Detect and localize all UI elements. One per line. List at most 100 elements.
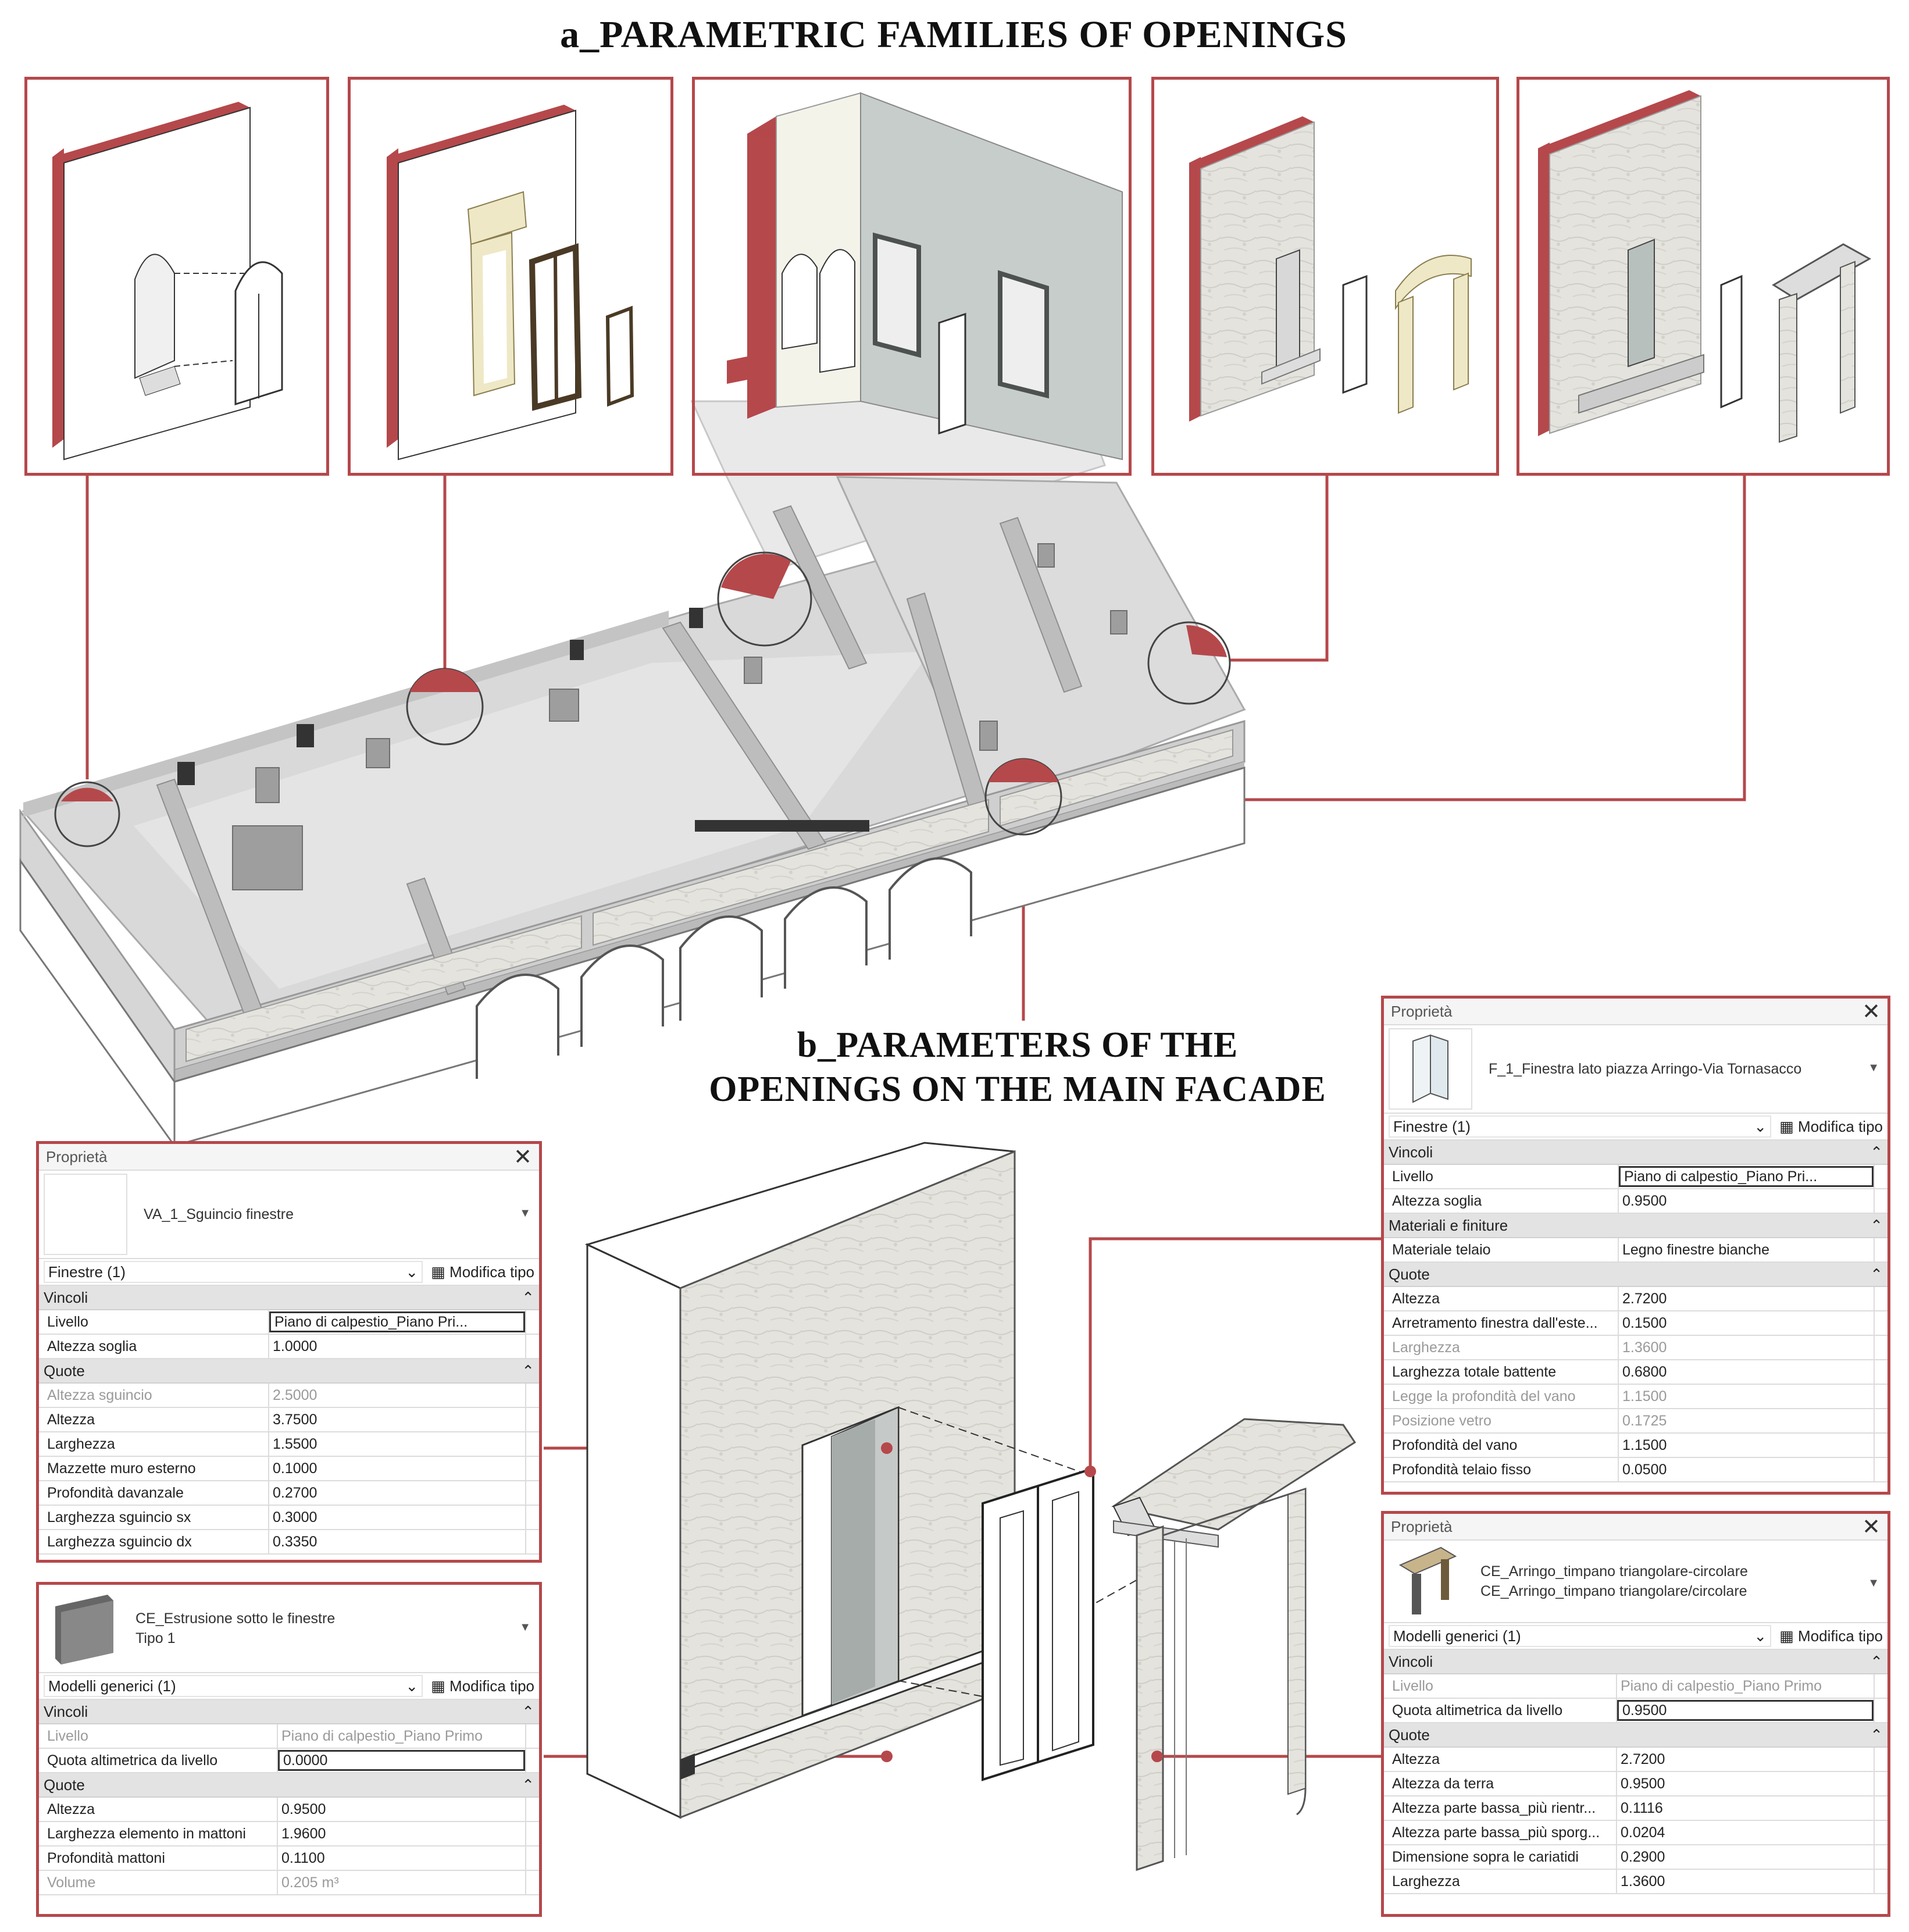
param-value-input[interactable]: 0.9500 bbox=[1621, 1775, 1665, 1792]
param-value-input[interactable]: 0.9500 bbox=[1622, 1192, 1667, 1209]
family-box-5 bbox=[1517, 77, 1890, 476]
param-value-input[interactable]: 0.9500 bbox=[281, 1801, 326, 1817]
group-quote[interactable]: Quote⌃ bbox=[1384, 1723, 1887, 1748]
param-check[interactable] bbox=[1874, 1458, 1887, 1481]
param-check[interactable] bbox=[525, 1798, 539, 1821]
param-check[interactable] bbox=[525, 1457, 539, 1480]
param-value-input[interactable]: Legno finestre bianche bbox=[1622, 1241, 1769, 1258]
edit-type-button[interactable]: ▦ Modifica tipo bbox=[431, 1677, 534, 1695]
dropdown-arrow-icon[interactable]: ▼ bbox=[519, 1621, 531, 1634]
close-icon[interactable]: ✕ bbox=[1862, 1514, 1881, 1539]
param-value-input[interactable]: 3.7500 bbox=[273, 1411, 317, 1428]
param-value-input[interactable]: 0.0204 bbox=[1621, 1824, 1665, 1841]
category-select[interactable]: Modelli generici (1)⌄ bbox=[44, 1675, 423, 1697]
family-1-arched-window bbox=[52, 102, 283, 461]
collapse-icon[interactable]: ⌃ bbox=[522, 1361, 534, 1380]
close-icon[interactable]: ✕ bbox=[513, 1145, 532, 1170]
collapse-icon[interactable]: ⌃ bbox=[1870, 1726, 1883, 1744]
param-value-input[interactable]: 0.3350 bbox=[273, 1533, 317, 1550]
param-value-input[interactable]: 0.1116 bbox=[1621, 1799, 1663, 1816]
category-select[interactable]: Finestre (1)⌄ bbox=[1389, 1115, 1772, 1138]
edit-type-button[interactable]: ▦ Modifica tipo bbox=[1779, 1627, 1883, 1645]
param-value-input[interactable]: Piano di calpestio_Piano Pri... bbox=[1619, 1166, 1874, 1187]
param-check[interactable] bbox=[1874, 1434, 1887, 1457]
collapse-icon[interactable]: ⌃ bbox=[522, 1702, 534, 1720]
param-name: Altezza bbox=[1384, 1748, 1617, 1771]
collapse-icon[interactable]: ⌃ bbox=[1870, 1216, 1883, 1234]
param-check[interactable] bbox=[1874, 1699, 1887, 1722]
param-check[interactable] bbox=[1874, 1845, 1887, 1869]
param-check[interactable] bbox=[525, 1749, 539, 1772]
param-value-input[interactable]: 1.9600 bbox=[281, 1825, 326, 1842]
collapse-icon[interactable]: ⌃ bbox=[1870, 1652, 1883, 1670]
edit-type-icon: ▦ bbox=[1779, 1117, 1794, 1135]
group-vincoli[interactable]: Vincoli⌃ bbox=[1384, 1650, 1887, 1674]
group-quote[interactable]: Quote⌃ bbox=[39, 1773, 539, 1798]
param-value-input[interactable]: 0.1000 bbox=[273, 1460, 317, 1477]
section-b-title-line1: b_PARAMETERS OF THE bbox=[797, 1025, 1239, 1065]
group-vincoli[interactable]: Vincoli⌃ bbox=[39, 1700, 539, 1724]
edit-type-button[interactable]: ▦ Modifica tipo bbox=[431, 1263, 534, 1281]
param-check[interactable] bbox=[1874, 1287, 1887, 1310]
type-selector[interactable]: CE_Arringo_timpano triangolare-circolare… bbox=[1384, 1541, 1887, 1623]
collapse-icon[interactable]: ⌃ bbox=[522, 1288, 534, 1306]
edit-type-button[interactable]: ▦ Modifica tipo bbox=[1779, 1118, 1883, 1136]
param-check[interactable] bbox=[1874, 1189, 1887, 1213]
param-value-input[interactable]: Piano di calpestio_Piano Pri... bbox=[269, 1311, 525, 1332]
param-name: Larghezza bbox=[39, 1432, 269, 1456]
param-check[interactable] bbox=[525, 1506, 539, 1529]
param-check[interactable] bbox=[1874, 1238, 1887, 1261]
param-check[interactable] bbox=[525, 1822, 539, 1845]
param-value-input[interactable]: 0.2700 bbox=[273, 1484, 317, 1501]
dropdown-arrow-icon[interactable]: ▼ bbox=[1868, 1061, 1879, 1074]
param-value-input[interactable]: 0.9500 bbox=[1617, 1700, 1874, 1721]
collapse-icon[interactable]: ⌃ bbox=[1870, 1143, 1883, 1161]
param-check[interactable] bbox=[1874, 1772, 1887, 1795]
param-check[interactable] bbox=[1874, 1870, 1887, 1893]
param-value-input[interactable]: 1.5500 bbox=[273, 1435, 317, 1452]
param-check[interactable] bbox=[525, 1530, 539, 1553]
group-quote[interactable]: Quote⌃ bbox=[1384, 1263, 1887, 1287]
param-value-input[interactable]: 0.0000 bbox=[278, 1750, 525, 1771]
param-value-input[interactable]: 0.1100 bbox=[281, 1849, 325, 1866]
param-value-input[interactable]: 0.2900 bbox=[1621, 1848, 1665, 1865]
collapse-icon[interactable]: ⌃ bbox=[522, 1776, 534, 1794]
collapse-icon[interactable]: ⌃ bbox=[1870, 1265, 1883, 1283]
param-check[interactable] bbox=[525, 1481, 539, 1505]
group-vincoli[interactable]: Vincoli⌃ bbox=[1384, 1140, 1887, 1165]
param-check[interactable] bbox=[1874, 1165, 1887, 1188]
param-value-input[interactable]: 0.1500 bbox=[1622, 1314, 1667, 1331]
group-materiali[interactable]: Materiali e finiture⌃ bbox=[1384, 1214, 1887, 1238]
dropdown-arrow-icon[interactable]: ▼ bbox=[1868, 1577, 1879, 1589]
param-check[interactable] bbox=[525, 1335, 539, 1358]
param-check[interactable] bbox=[525, 1432, 539, 1456]
param-check[interactable] bbox=[525, 1310, 539, 1334]
close-icon[interactable]: ✕ bbox=[1862, 999, 1881, 1024]
param-value-input[interactable]: 0.0500 bbox=[1622, 1461, 1667, 1478]
group-vincoli[interactable]: Vincoli⌃ bbox=[39, 1286, 539, 1310]
dropdown-arrow-icon[interactable]: ▼ bbox=[519, 1207, 531, 1220]
param-value-input[interactable]: 2.7200 bbox=[1621, 1751, 1665, 1767]
param-check[interactable] bbox=[525, 1408, 539, 1431]
param-value-input[interactable]: 2.7200 bbox=[1622, 1290, 1667, 1307]
param-value-input[interactable]: 0.6800 bbox=[1622, 1363, 1667, 1380]
group-quote[interactable]: Quote⌃ bbox=[39, 1359, 539, 1384]
category-select[interactable]: Modelli generici (1)⌄ bbox=[1389, 1625, 1772, 1647]
param-value-input[interactable]: 1.0000 bbox=[273, 1338, 317, 1354]
category-select[interactable]: Finestre (1)⌄ bbox=[44, 1261, 423, 1283]
type-selector[interactable]: VA_1_Sguincio finestre ▼ bbox=[39, 1171, 539, 1259]
param-check[interactable] bbox=[1874, 1748, 1887, 1771]
param-check[interactable] bbox=[525, 1847, 539, 1870]
param-check[interactable] bbox=[1874, 1796, 1887, 1820]
param-check[interactable] bbox=[1874, 1360, 1887, 1384]
param-check[interactable] bbox=[1874, 1311, 1887, 1335]
param-value-input[interactable]: 1.3600 bbox=[1621, 1873, 1665, 1890]
type-selector[interactable]: F_1_Finestra lato piazza Arringo-Via Tor… bbox=[1384, 1025, 1887, 1114]
param-check[interactable] bbox=[1874, 1821, 1887, 1844]
param-name: Livello bbox=[39, 1310, 269, 1334]
type-selector[interactable]: CE_Estrusione sotto le finestre Tipo 1 ▼ bbox=[39, 1585, 539, 1673]
param-value-input[interactable]: 1.1500 bbox=[1622, 1436, 1667, 1453]
param-value-input[interactable]: 0.3000 bbox=[273, 1509, 317, 1525]
